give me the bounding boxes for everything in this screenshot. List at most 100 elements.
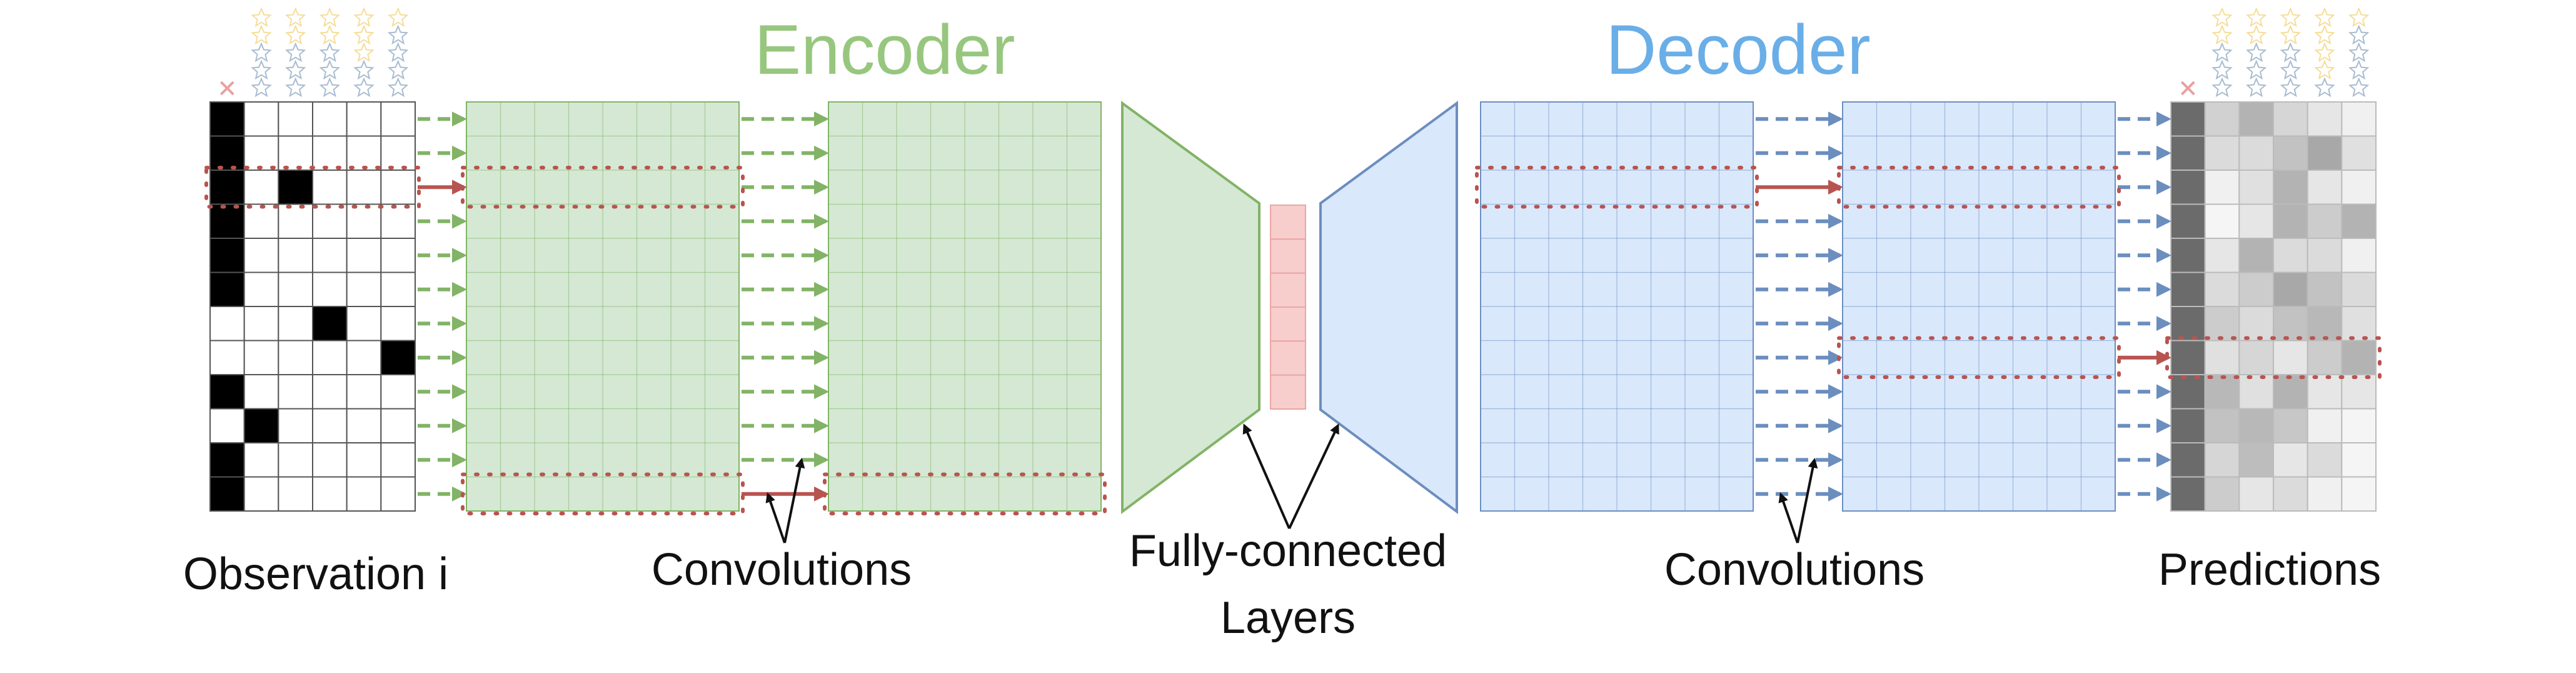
star-icon bbox=[2211, 59, 2233, 80]
observation-cell bbox=[278, 442, 314, 478]
observation-cell bbox=[278, 203, 314, 239]
star-icon bbox=[319, 59, 341, 80]
observation-cell bbox=[209, 306, 245, 342]
observation-cell bbox=[312, 476, 348, 512]
prediction-cell bbox=[2341, 135, 2377, 171]
observation-cell bbox=[380, 408, 416, 443]
pointer-arrow bbox=[1778, 492, 1799, 544]
star-icon bbox=[284, 59, 306, 80]
prediction-cell bbox=[2238, 135, 2274, 171]
star-icon bbox=[387, 59, 409, 80]
predictions-label: Predictions bbox=[2158, 545, 2381, 595]
star-icon bbox=[251, 77, 272, 98]
observation-cell bbox=[380, 203, 416, 239]
star-icon bbox=[387, 24, 409, 45]
prediction-cell bbox=[2273, 271, 2308, 307]
pointer-arrow bbox=[1242, 423, 1291, 529]
star-icon bbox=[2314, 42, 2335, 63]
observation-cell bbox=[346, 442, 382, 478]
prediction-cell bbox=[2170, 476, 2206, 512]
prediction-cell bbox=[2307, 340, 2343, 375]
star-icon bbox=[353, 7, 375, 28]
observation-cell bbox=[346, 271, 382, 307]
marker-x-icon bbox=[2180, 81, 2195, 96]
observation-cell bbox=[312, 238, 348, 273]
star-icon bbox=[2314, 59, 2335, 80]
prediction-cell bbox=[2238, 238, 2274, 273]
star-icon bbox=[284, 77, 306, 98]
observation-cell bbox=[278, 135, 314, 171]
observation-label: Observation i bbox=[183, 549, 448, 599]
observation-cell bbox=[312, 442, 348, 478]
predictions-highlight bbox=[2165, 336, 2382, 379]
decoder-fc-trapezoid bbox=[1319, 101, 1458, 514]
prediction-cell bbox=[2238, 408, 2274, 443]
observation-cell bbox=[243, 135, 279, 171]
prediction-cell bbox=[2341, 101, 2377, 137]
prediction-cell bbox=[2307, 203, 2343, 239]
prediction-cell bbox=[2273, 408, 2308, 443]
star-icon bbox=[2245, 59, 2267, 80]
prediction-cell bbox=[2273, 306, 2308, 342]
star-icon bbox=[2348, 77, 2370, 98]
observation-cell bbox=[209, 170, 245, 205]
observation-cell bbox=[243, 170, 279, 205]
prediction-cell bbox=[2238, 101, 2274, 137]
star-icon bbox=[2245, 7, 2267, 28]
star-icon bbox=[251, 42, 272, 63]
prediction-cell bbox=[2170, 170, 2206, 205]
star-icon bbox=[251, 24, 272, 45]
prediction-cell bbox=[2341, 408, 2377, 443]
observation-cell bbox=[209, 374, 245, 410]
label-pointers bbox=[765, 423, 1818, 544]
prediction-cell bbox=[2341, 374, 2377, 410]
observation-cell bbox=[209, 101, 245, 137]
star-icon bbox=[2314, 77, 2335, 98]
prediction-cell bbox=[2170, 135, 2206, 171]
observation-cell bbox=[380, 476, 416, 512]
prediction-cell bbox=[2204, 442, 2240, 478]
observation-cell bbox=[209, 238, 245, 273]
observation-cell bbox=[346, 374, 382, 410]
decoder-convolutions-label: Convolutions bbox=[1664, 545, 1924, 595]
star-icon bbox=[2245, 42, 2267, 63]
prediction-cell bbox=[2341, 203, 2377, 239]
observation-cell bbox=[243, 408, 279, 443]
encoder-convolutions-label: Convolutions bbox=[652, 545, 912, 595]
observation-cell bbox=[209, 203, 245, 239]
observation-cell bbox=[380, 271, 416, 307]
prediction-cell bbox=[2307, 408, 2343, 443]
bottleneck-cell bbox=[1270, 306, 1306, 342]
observation-cell bbox=[380, 306, 416, 342]
prediction-cell bbox=[2170, 340, 2206, 375]
star-icon bbox=[319, 42, 341, 63]
star-icon bbox=[2245, 24, 2267, 45]
observation-cell bbox=[380, 442, 416, 478]
observation-cell bbox=[278, 476, 314, 512]
observation-cell bbox=[312, 170, 348, 205]
row-highlights bbox=[204, 166, 2382, 515]
observation-cell bbox=[209, 340, 245, 375]
prediction-cell bbox=[2238, 340, 2274, 375]
prediction-cell bbox=[2341, 271, 2377, 307]
observation-cell bbox=[346, 101, 382, 137]
prediction-cell bbox=[2204, 238, 2240, 273]
prediction-cell bbox=[2273, 203, 2308, 239]
prediction-cell bbox=[2307, 271, 2343, 307]
observation-cell bbox=[312, 135, 348, 171]
bottleneck-cell bbox=[1270, 205, 1306, 240]
observation-cell bbox=[278, 101, 314, 137]
prediction-cell bbox=[2307, 135, 2343, 171]
bottleneck-cell bbox=[1270, 340, 1306, 376]
observation-cell bbox=[278, 306, 314, 342]
observation-cell bbox=[380, 238, 416, 273]
bottleneck-cell bbox=[1270, 238, 1306, 274]
star-icon bbox=[319, 7, 341, 28]
prediction-cell bbox=[2204, 271, 2240, 307]
observation-cell bbox=[346, 306, 382, 342]
marker-x-icon bbox=[219, 81, 234, 96]
star-icon bbox=[2211, 42, 2233, 63]
observation-cell bbox=[209, 476, 245, 512]
fully-connected-label-line1: Fully-connected bbox=[1129, 526, 1447, 576]
observation-cell bbox=[209, 135, 245, 171]
